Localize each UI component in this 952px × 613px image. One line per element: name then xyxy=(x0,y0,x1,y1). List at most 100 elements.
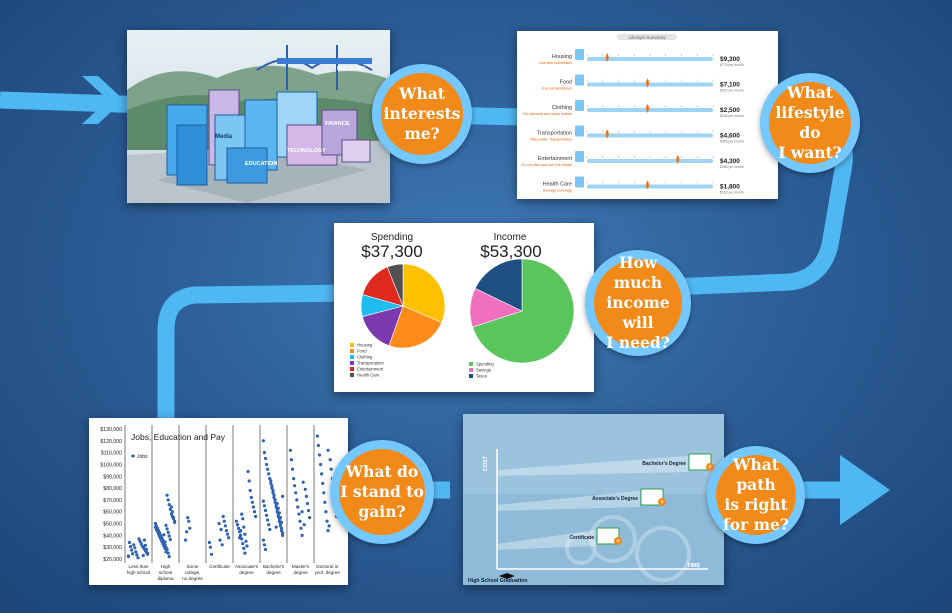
scatter-point xyxy=(164,550,168,554)
scatter-point xyxy=(134,550,138,554)
scatter-point xyxy=(289,458,293,462)
income-title: Income xyxy=(494,232,527,243)
spending-legend-swatch xyxy=(350,361,354,365)
scatter-point xyxy=(243,532,247,536)
scatter-point xyxy=(133,546,137,550)
spending-legend-swatch xyxy=(350,373,354,377)
lifestyle-label-1: Food xyxy=(559,80,572,86)
lifestyle-bubble[interactable]: What lifestyle do I want? xyxy=(760,73,860,173)
city-buildings xyxy=(166,89,371,186)
lifestyle-icon-3 xyxy=(575,125,584,137)
lifestyle-knob-0 xyxy=(605,53,609,62)
scatter-point xyxy=(252,510,257,514)
scatter-legend-marker xyxy=(131,454,135,458)
lifestyle-knob-2 xyxy=(645,104,649,113)
scatter-point xyxy=(166,530,170,534)
scatter-ytick: $90,000 xyxy=(103,474,122,480)
career-city-panel: Media EDUCATION TECHNOLOGY FINANCE INDUS… xyxy=(127,30,390,203)
lifestyle-per-1: $592 per month xyxy=(720,89,744,93)
scatter-point xyxy=(272,495,276,500)
scatter-point xyxy=(303,487,307,491)
lifestyle-icon-4 xyxy=(575,151,584,162)
scatter-point xyxy=(323,500,327,504)
scatter-point xyxy=(267,523,271,527)
scatter-xlabel-2: college, xyxy=(185,570,201,575)
lifestyle-label-0: Housing xyxy=(552,54,572,60)
city-sign-finance: FINANCE xyxy=(325,121,350,127)
lifestyle-icon-0 xyxy=(575,49,584,60)
scatter-point xyxy=(250,500,254,504)
scatter-point xyxy=(308,516,312,520)
scatter-ytick: $70,000 xyxy=(103,498,122,504)
scatter-point xyxy=(329,467,333,471)
scatter-point xyxy=(274,525,278,529)
scatter-point xyxy=(169,505,173,509)
scatter-point xyxy=(142,538,146,542)
lifestyle-label-5: Health Care xyxy=(543,182,572,188)
scatter-point xyxy=(241,542,245,546)
lifestyle-sub-4: Go out often and see live shows xyxy=(521,163,572,167)
scatter-point xyxy=(295,498,299,502)
city-sign-technology: TECHNOLOGY xyxy=(287,148,326,154)
scatter-point xyxy=(162,533,166,537)
scatter-point xyxy=(268,477,272,481)
spending-legend-swatch xyxy=(350,355,354,359)
lifestyle-per-5: $150 per month xyxy=(720,191,744,195)
scatter-xlabel-0: Less than xyxy=(129,564,149,569)
gain-bubble[interactable]: What do I stand to gain? xyxy=(330,440,434,544)
scatter-ytick: $30,000 xyxy=(103,545,122,551)
lifestyle-sub-2: Mix discount and name brands xyxy=(523,112,572,116)
scatter-point xyxy=(243,551,247,555)
scatter-ytick: $20,000 xyxy=(103,557,122,563)
scatter-xlabel-1: High xyxy=(161,564,171,569)
scatter-point xyxy=(165,527,169,531)
path-bubble[interactable]: What path is right for me? xyxy=(707,446,805,544)
scatter-point xyxy=(162,544,166,548)
scatter-point xyxy=(281,533,285,537)
pie-slice-taxes xyxy=(474,258,523,312)
scatter-point xyxy=(144,547,149,552)
scatter-point xyxy=(217,521,221,526)
scatter-point xyxy=(275,501,279,506)
scatter-point xyxy=(171,516,176,520)
scatter-point xyxy=(324,510,328,514)
scatter-point xyxy=(263,547,268,552)
income-bubble[interactable]: How much income will I need? xyxy=(585,250,691,356)
plus-glyph: + xyxy=(708,465,712,471)
scatter-point xyxy=(247,479,251,483)
lifestyle-label-3: Transportation xyxy=(537,131,572,137)
scatter-point xyxy=(261,538,265,542)
scatter-point xyxy=(167,534,171,538)
spending-legend-swatch xyxy=(350,367,354,371)
lifestyle-per-2: $208 per month xyxy=(720,114,744,118)
pie-slice-spending xyxy=(472,258,575,364)
lifestyle-track-0 xyxy=(587,57,713,61)
scatter-xlabel-6: Master's xyxy=(292,564,310,569)
scatter-point xyxy=(128,545,133,549)
scatter-point xyxy=(281,531,285,535)
scatter-point xyxy=(221,514,225,519)
interests-bubble[interactable]: What interests me? xyxy=(372,64,472,164)
scatter-point xyxy=(208,545,212,549)
scatter-point xyxy=(279,520,284,524)
scatter-point xyxy=(319,462,323,467)
spending-legend-2: Clothing xyxy=(357,355,373,360)
scatter-point xyxy=(184,538,188,542)
scatter-point xyxy=(316,443,320,448)
scatter-point xyxy=(263,456,268,461)
scatter-point xyxy=(132,543,136,547)
scatter-point xyxy=(302,523,306,527)
lifestyle-amount-2: $2,500 xyxy=(720,107,740,114)
scatter-point xyxy=(168,507,172,511)
scatter-point xyxy=(170,510,174,514)
plus-badge-icon-2 xyxy=(706,463,714,471)
lifestyle-knob-4 xyxy=(676,155,680,164)
scatter-point xyxy=(299,526,303,530)
lifestyle-sub-0: Live with roommates xyxy=(539,61,572,65)
lifestyle-per-0: $775 per month xyxy=(720,63,744,67)
spending-legend-0: Housing xyxy=(357,343,373,348)
scatter-point xyxy=(222,519,226,523)
spending-legend-3: Transportation xyxy=(357,361,385,366)
